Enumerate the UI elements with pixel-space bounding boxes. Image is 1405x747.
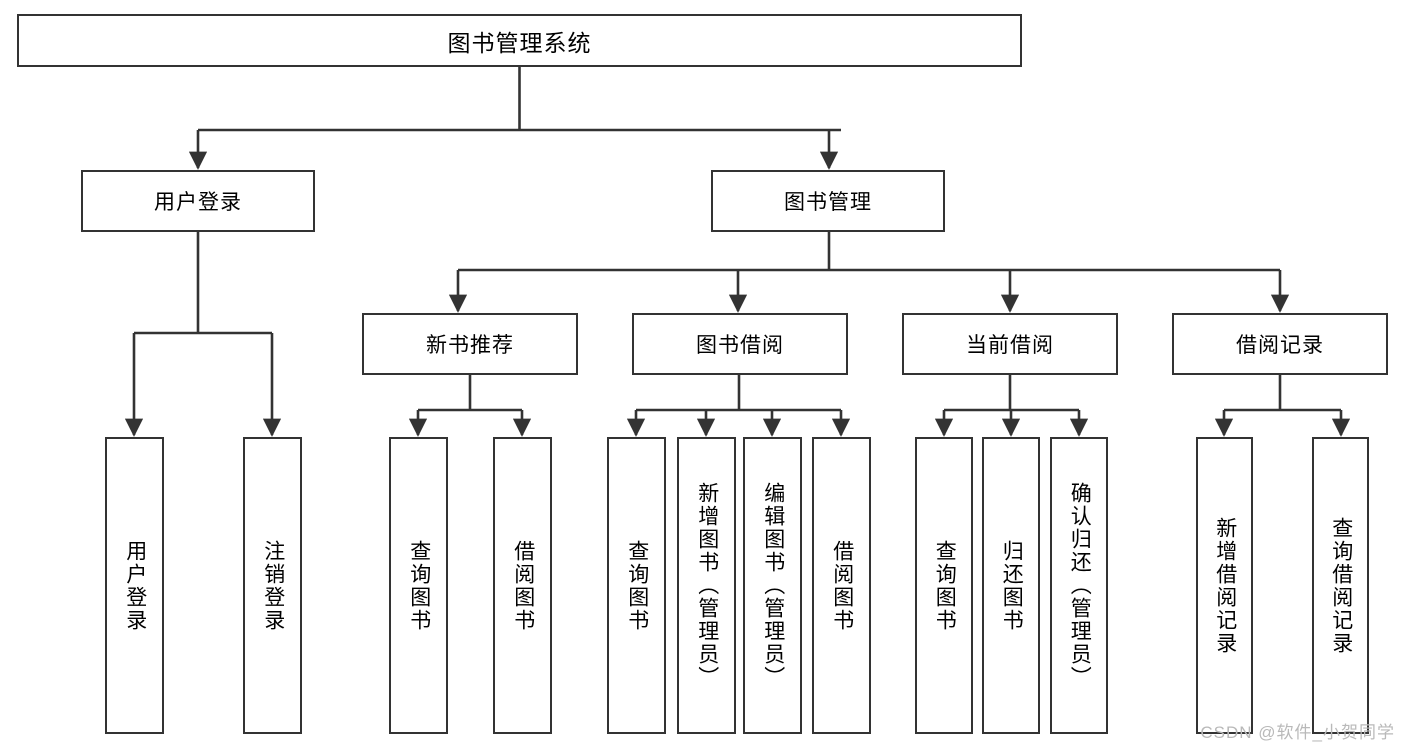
node-book-manage-label: 图书管理	[784, 191, 872, 214]
leaf-borrow-1-label: 查询图书	[625, 539, 649, 632]
leaf-current-1-label: 查询图书	[933, 539, 957, 632]
node-root-label: 图书管理系统	[447, 29, 592, 56]
node-current-borrow-label: 当前借阅	[966, 334, 1054, 357]
leaf-records-1[interactable]: 新增借阅记录	[1196, 437, 1253, 734]
leaf-new-book-2[interactable]: 借阅图书	[493, 437, 552, 734]
leaf-new-book-2-label: 借阅图书	[511, 539, 535, 632]
leaf-borrow-3-label: 编辑图书（管理员）	[761, 482, 785, 689]
leaf-user-login-1[interactable]: 用户登录	[105, 437, 164, 734]
node-root[interactable]: 图书管理系统	[17, 14, 1022, 67]
leaf-user-login-2[interactable]: 注销登录	[243, 437, 302, 734]
leaf-borrow-2[interactable]: 新增图书（管理员）	[677, 437, 736, 734]
node-borrow-records-label: 借阅记录	[1236, 334, 1324, 357]
node-new-book-recommend-label: 新书推荐	[426, 334, 514, 357]
node-book-borrow[interactable]: 图书借阅	[632, 313, 848, 375]
leaf-borrow-1[interactable]: 查询图书	[607, 437, 666, 734]
node-book-borrow-label: 图书借阅	[696, 334, 784, 357]
leaf-borrow-2-label: 新增图书（管理员）	[695, 482, 719, 689]
csdn-watermark: CSDN @软件_小贺同学	[1200, 723, 1395, 742]
leaf-current-1[interactable]: 查询图书	[915, 437, 973, 734]
leaf-borrow-3[interactable]: 编辑图书（管理员）	[743, 437, 802, 734]
leaf-current-3-label: 确认归还（管理员）	[1068, 482, 1092, 689]
node-user-login[interactable]: 用户登录	[81, 170, 315, 232]
leaf-borrow-4-label: 借阅图书	[830, 539, 854, 632]
node-user-login-label: 用户登录	[154, 191, 242, 214]
leaf-new-book-1-label: 查询图书	[407, 539, 431, 632]
leaf-user-login-2-label: 注销登录	[261, 539, 285, 632]
leaf-records-2[interactable]: 查询借阅记录	[1312, 437, 1369, 734]
node-borrow-records[interactable]: 借阅记录	[1172, 313, 1388, 375]
leaf-new-book-1[interactable]: 查询图书	[389, 437, 448, 734]
leaf-current-3[interactable]: 确认归还（管理员）	[1050, 437, 1108, 734]
leaf-borrow-4[interactable]: 借阅图书	[812, 437, 871, 734]
leaf-current-2-label: 归还图书	[1000, 539, 1024, 632]
node-book-manage[interactable]: 图书管理	[711, 170, 945, 232]
node-current-borrow[interactable]: 当前借阅	[902, 313, 1118, 375]
leaf-user-login-1-label: 用户登录	[123, 539, 147, 632]
leaf-records-2-label: 查询借阅记录	[1329, 516, 1353, 655]
leaf-current-2[interactable]: 归还图书	[982, 437, 1040, 734]
node-new-book-recommend[interactable]: 新书推荐	[362, 313, 578, 375]
leaf-records-1-label: 新增借阅记录	[1213, 516, 1237, 655]
